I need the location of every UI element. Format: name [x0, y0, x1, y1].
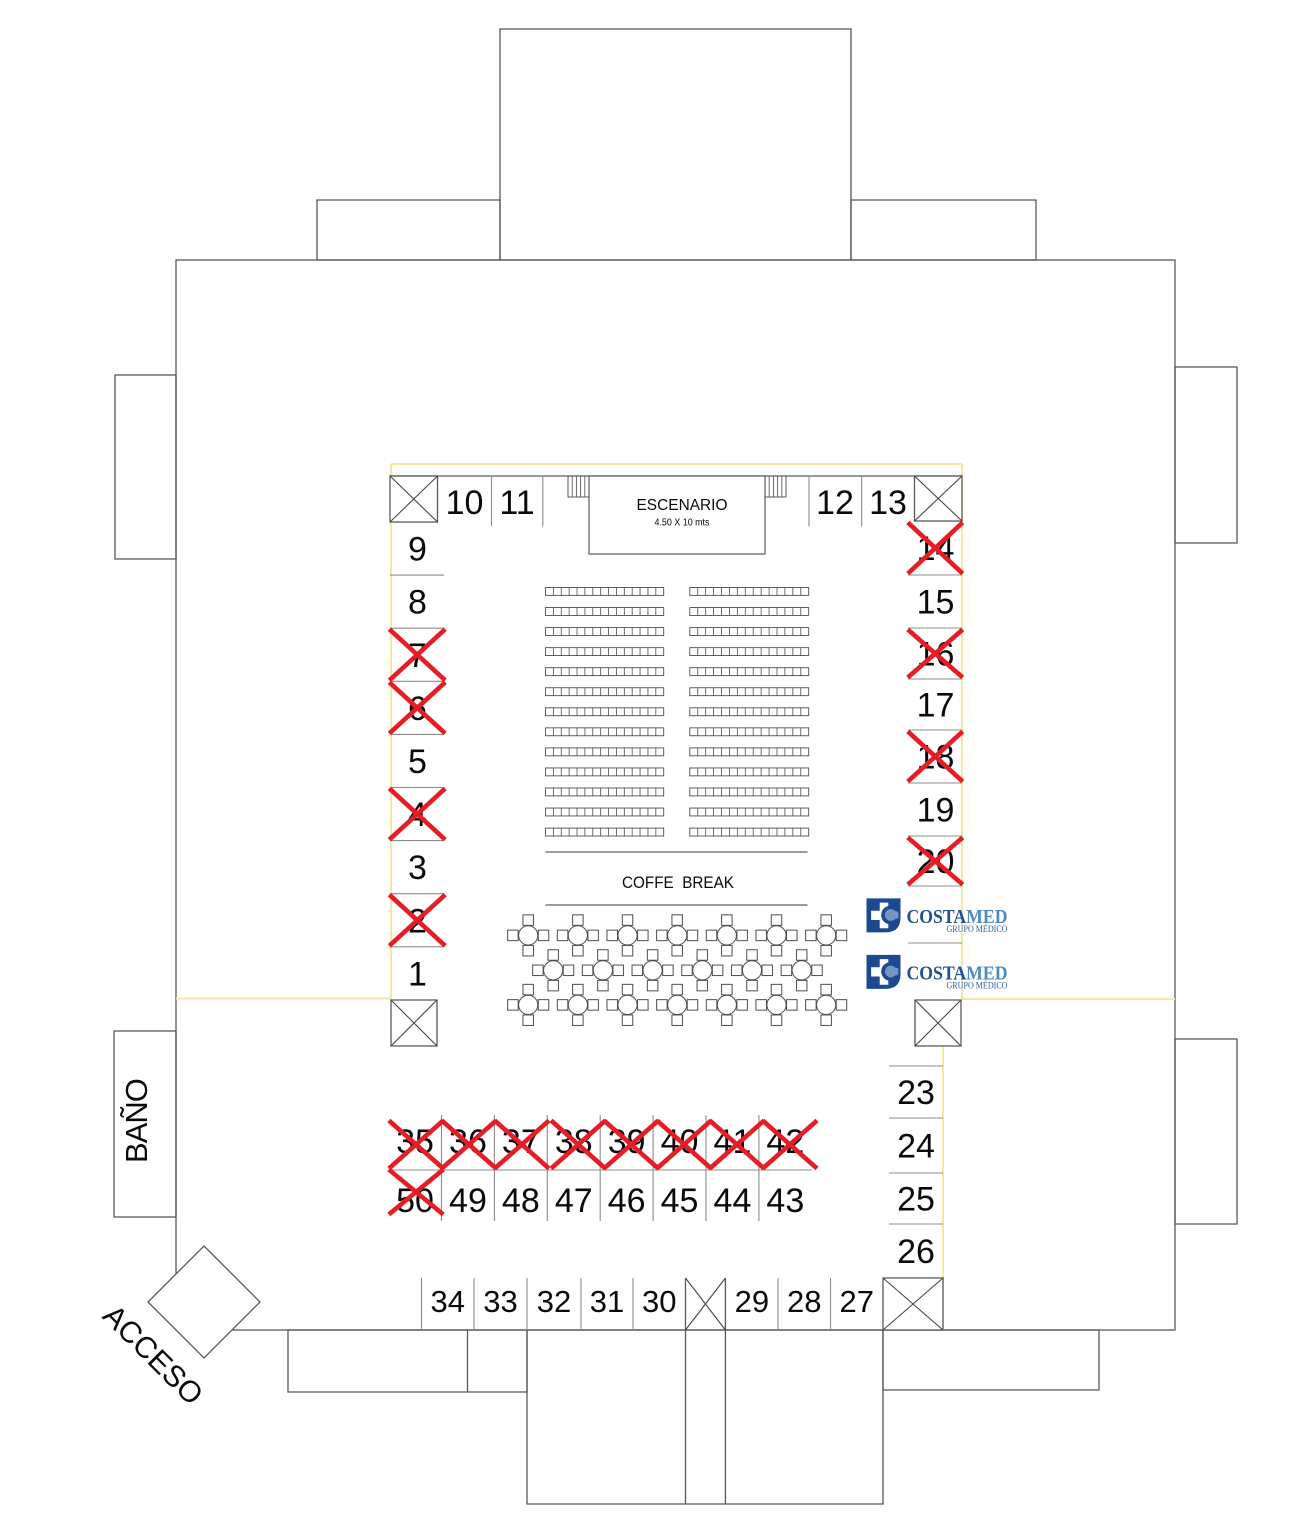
svg-text:33: 33: [483, 1284, 517, 1319]
svg-text:43: 43: [766, 1182, 804, 1220]
svg-text:45: 45: [661, 1182, 699, 1220]
svg-text:10: 10: [446, 484, 484, 522]
svg-text:30: 30: [642, 1284, 676, 1319]
svg-text:COFFE BREAK: COFFE BREAK: [622, 874, 734, 892]
svg-text:GRUPO MÉDICO: GRUPO MÉDICO: [947, 980, 1008, 990]
svg-text:46: 46: [608, 1182, 646, 1220]
svg-text:GRUPO MÉDICO: GRUPO MÉDICO: [947, 924, 1008, 934]
svg-text:4.50 X 10 mts: 4.50 X 10 mts: [655, 517, 710, 529]
svg-text:34: 34: [431, 1284, 465, 1319]
svg-text:ESCENARIO: ESCENARIO: [637, 497, 728, 514]
svg-text:15: 15: [917, 584, 955, 622]
svg-text:13: 13: [869, 484, 907, 522]
svg-text:8: 8: [408, 584, 427, 622]
svg-text:26: 26: [897, 1233, 935, 1271]
svg-text:12: 12: [816, 484, 854, 522]
svg-text:48: 48: [502, 1182, 540, 1220]
svg-text:47: 47: [555, 1182, 593, 1220]
svg-text:25: 25: [897, 1181, 935, 1219]
svg-text:29: 29: [735, 1284, 769, 1319]
svg-text:9: 9: [408, 531, 427, 569]
svg-text:28: 28: [787, 1284, 821, 1319]
svg-text:19: 19: [917, 792, 955, 830]
svg-text:1: 1: [408, 955, 427, 993]
svg-text:24: 24: [897, 1128, 935, 1166]
svg-text:COSTAMED: COSTAMED: [907, 962, 1008, 984]
svg-text:31: 31: [590, 1284, 624, 1319]
svg-text:27: 27: [840, 1284, 874, 1319]
svg-text:44: 44: [714, 1182, 752, 1220]
svg-text:5: 5: [408, 743, 427, 781]
svg-text:11: 11: [499, 484, 534, 522]
svg-text:23: 23: [897, 1074, 935, 1112]
svg-text:32: 32: [537, 1284, 571, 1319]
svg-text:49: 49: [449, 1182, 487, 1220]
svg-text:17: 17: [917, 687, 955, 725]
svg-text:3: 3: [408, 849, 427, 887]
svg-text:BAÑO: BAÑO: [119, 1079, 154, 1163]
svg-text:COSTAMED: COSTAMED: [907, 906, 1008, 928]
